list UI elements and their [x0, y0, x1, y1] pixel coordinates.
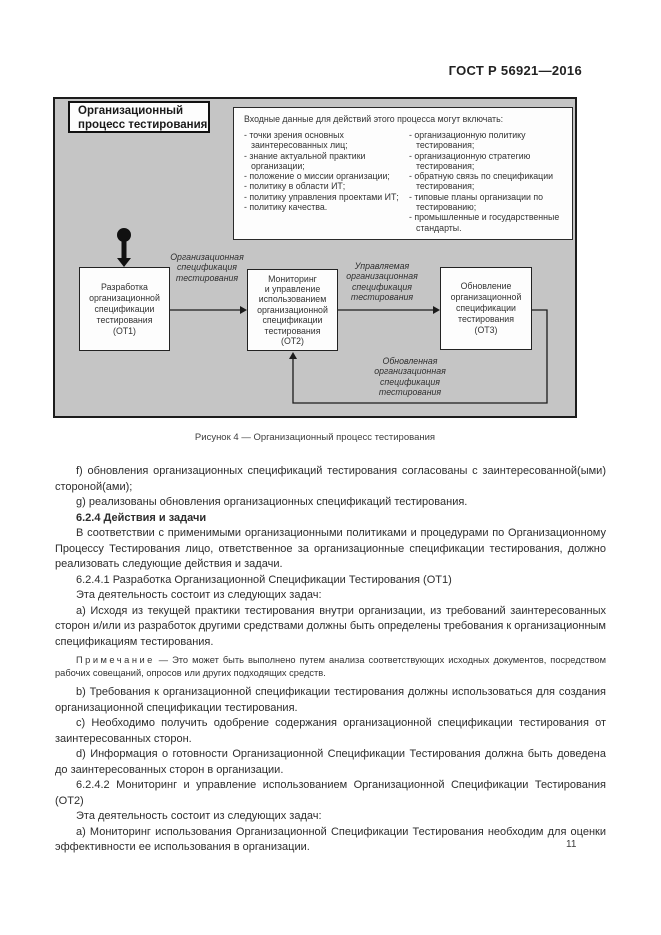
paragraph-tasks-1: Эта деятельность состоит из следующих за… [76, 589, 322, 601]
flow-label-line: Управляемая [354, 261, 410, 271]
flow-label-line: организационная [346, 271, 418, 282]
flow-label-updated-spec: Обновленная организационная спецификация… [353, 356, 467, 397]
flow-label-line: Обновленная [382, 356, 438, 366]
input-item: - знание актуальной практики организации… [244, 150, 366, 171]
ot1-line: тестирования [96, 314, 153, 325]
page-number: 11 [566, 839, 577, 850]
input-item: - типовые планы организации по тестирова… [408, 191, 544, 213]
process-inputs-box: Входные данные для действий этого процес… [233, 107, 573, 240]
input-item: - промышленные и государственные стандар… [408, 212, 560, 233]
body-text: f) обновления организационных спецификац… [55, 464, 606, 856]
paragraph-a-1: а) Исходя из текущей практики тестирован… [55, 604, 606, 648]
heading-6-2-4-1: 6.2.4.1 Разработка Организационной Специ… [76, 573, 452, 586]
inputs-box-title: Входные данные для действий этого процес… [244, 114, 504, 124]
start-arrowhead-icon [117, 258, 131, 267]
ot3-line: (ОТ3) [474, 325, 498, 335]
input-item: - политику управления проектами ИТ; [244, 191, 399, 202]
flow-label-line: спецификация [177, 262, 237, 273]
ot1-line: организационной [89, 292, 160, 303]
ot1-line: Разработка [101, 281, 148, 292]
process-box-ot3: Обновление организационной спецификации … [440, 267, 532, 350]
heading-6-2-4: 6.2.4 Действия и задачи [76, 511, 207, 524]
ot3-line: организационной [450, 292, 522, 302]
process-box-ot1: Разработка организационной спецификации … [79, 267, 170, 351]
ot2-line: и управление [264, 283, 321, 294]
note-text: — Это может быть выполнено путем анализа… [55, 655, 606, 678]
paragraph-d: d) Информация о готовности Организационн… [55, 748, 606, 776]
ot2-line: использованием [258, 294, 327, 305]
ot2-line: тестирования [264, 325, 321, 336]
process-title-box: Организационный процесс тестирования [68, 101, 210, 133]
ot3-line: тестирования [458, 314, 514, 324]
inputs-right-column: - организационную политику тестирования;… [409, 130, 564, 233]
ot3-line: Обновление [460, 281, 512, 291]
flow-label-line: тестирования [350, 291, 414, 302]
inputs-left-column: - точки зрения основных заинтересованных… [244, 130, 409, 233]
flow-label-line: спецификация [352, 281, 412, 292]
arrowhead-feedback-icon [289, 352, 297, 359]
start-node-dot [117, 228, 131, 242]
input-item: - организационную политику тестирования; [408, 130, 526, 151]
input-item: - политику в области ИТ; [244, 181, 346, 192]
paragraph-b: b) Требования к организационной специфик… [55, 686, 606, 714]
paragraph-intro: В соответствии с применимыми организацио… [55, 527, 606, 570]
process-title-line: процесс тестирования [78, 118, 208, 131]
flow-arrows-layer [117, 228, 548, 404]
input-item: - точки зрения основных заинтересованных… [244, 130, 348, 151]
note-paragraph: Примечание — Это может быть выполнено пу… [55, 654, 606, 680]
paragraph-c: c) Необходимо получить одобрение содержа… [55, 717, 606, 745]
figure-4-diagram: Организационный процесс тестирования Вхо… [53, 97, 577, 418]
flow-label-org-spec: Организационная спецификация тестировани… [155, 252, 259, 283]
flow-label-managed-spec: Управляемая организационная спецификация… [325, 261, 439, 302]
ot1-line: (ОТ1) [113, 325, 136, 336]
ot2-line: (ОТ2) [281, 336, 304, 347]
document-number-header: ГОСТ Р 56921—2016 [448, 63, 582, 78]
paragraph-tasks-2: Эта деятельность состоит из следующих за… [76, 810, 322, 822]
flow-label-line: Организационная [170, 252, 244, 262]
flow-label-line: тестирования [175, 272, 239, 283]
ot3-line: спецификации [456, 303, 516, 313]
ot1-line: спецификации [94, 303, 155, 314]
note-label: Примечание [76, 655, 155, 665]
paragraph-f: f) обновления организационных спецификац… [55, 465, 606, 493]
paragraph-g: g) реализованы обновления организационны… [76, 496, 468, 508]
ot2-line: спецификации [262, 315, 323, 326]
input-item: - политику качества. [244, 202, 328, 213]
arrowhead-ot2-ot3-icon [433, 306, 440, 314]
ot2-line: организационной [257, 304, 328, 315]
heading-6-2-4-2: 6.2.4.2 Мониторинг и управление использо… [55, 779, 606, 807]
input-item: - обратную связь по спецификации тестиро… [408, 171, 554, 192]
flow-label-line: тестирования [378, 386, 442, 397]
paragraph-a-2: а) Мониторинг использования Организацион… [55, 825, 606, 854]
ot2-line: Мониторинг [268, 273, 317, 284]
arrow-feedback-ot3-ot2 [292, 309, 548, 404]
input-item: - положение о миссии организации; [244, 171, 390, 182]
figure-caption: Рисунок 4 — Организационный процесс тест… [194, 432, 436, 443]
process-box-ot2: Мониторинг и управление использованием о… [247, 269, 338, 351]
arrowhead-ot1-ot2-icon [240, 306, 247, 314]
input-item: - организационную стратегию тестирования… [408, 150, 531, 171]
flow-label-line: организационная [374, 366, 446, 377]
flow-label-line: спецификация [380, 376, 440, 387]
process-title-line: Организационный [78, 105, 184, 117]
